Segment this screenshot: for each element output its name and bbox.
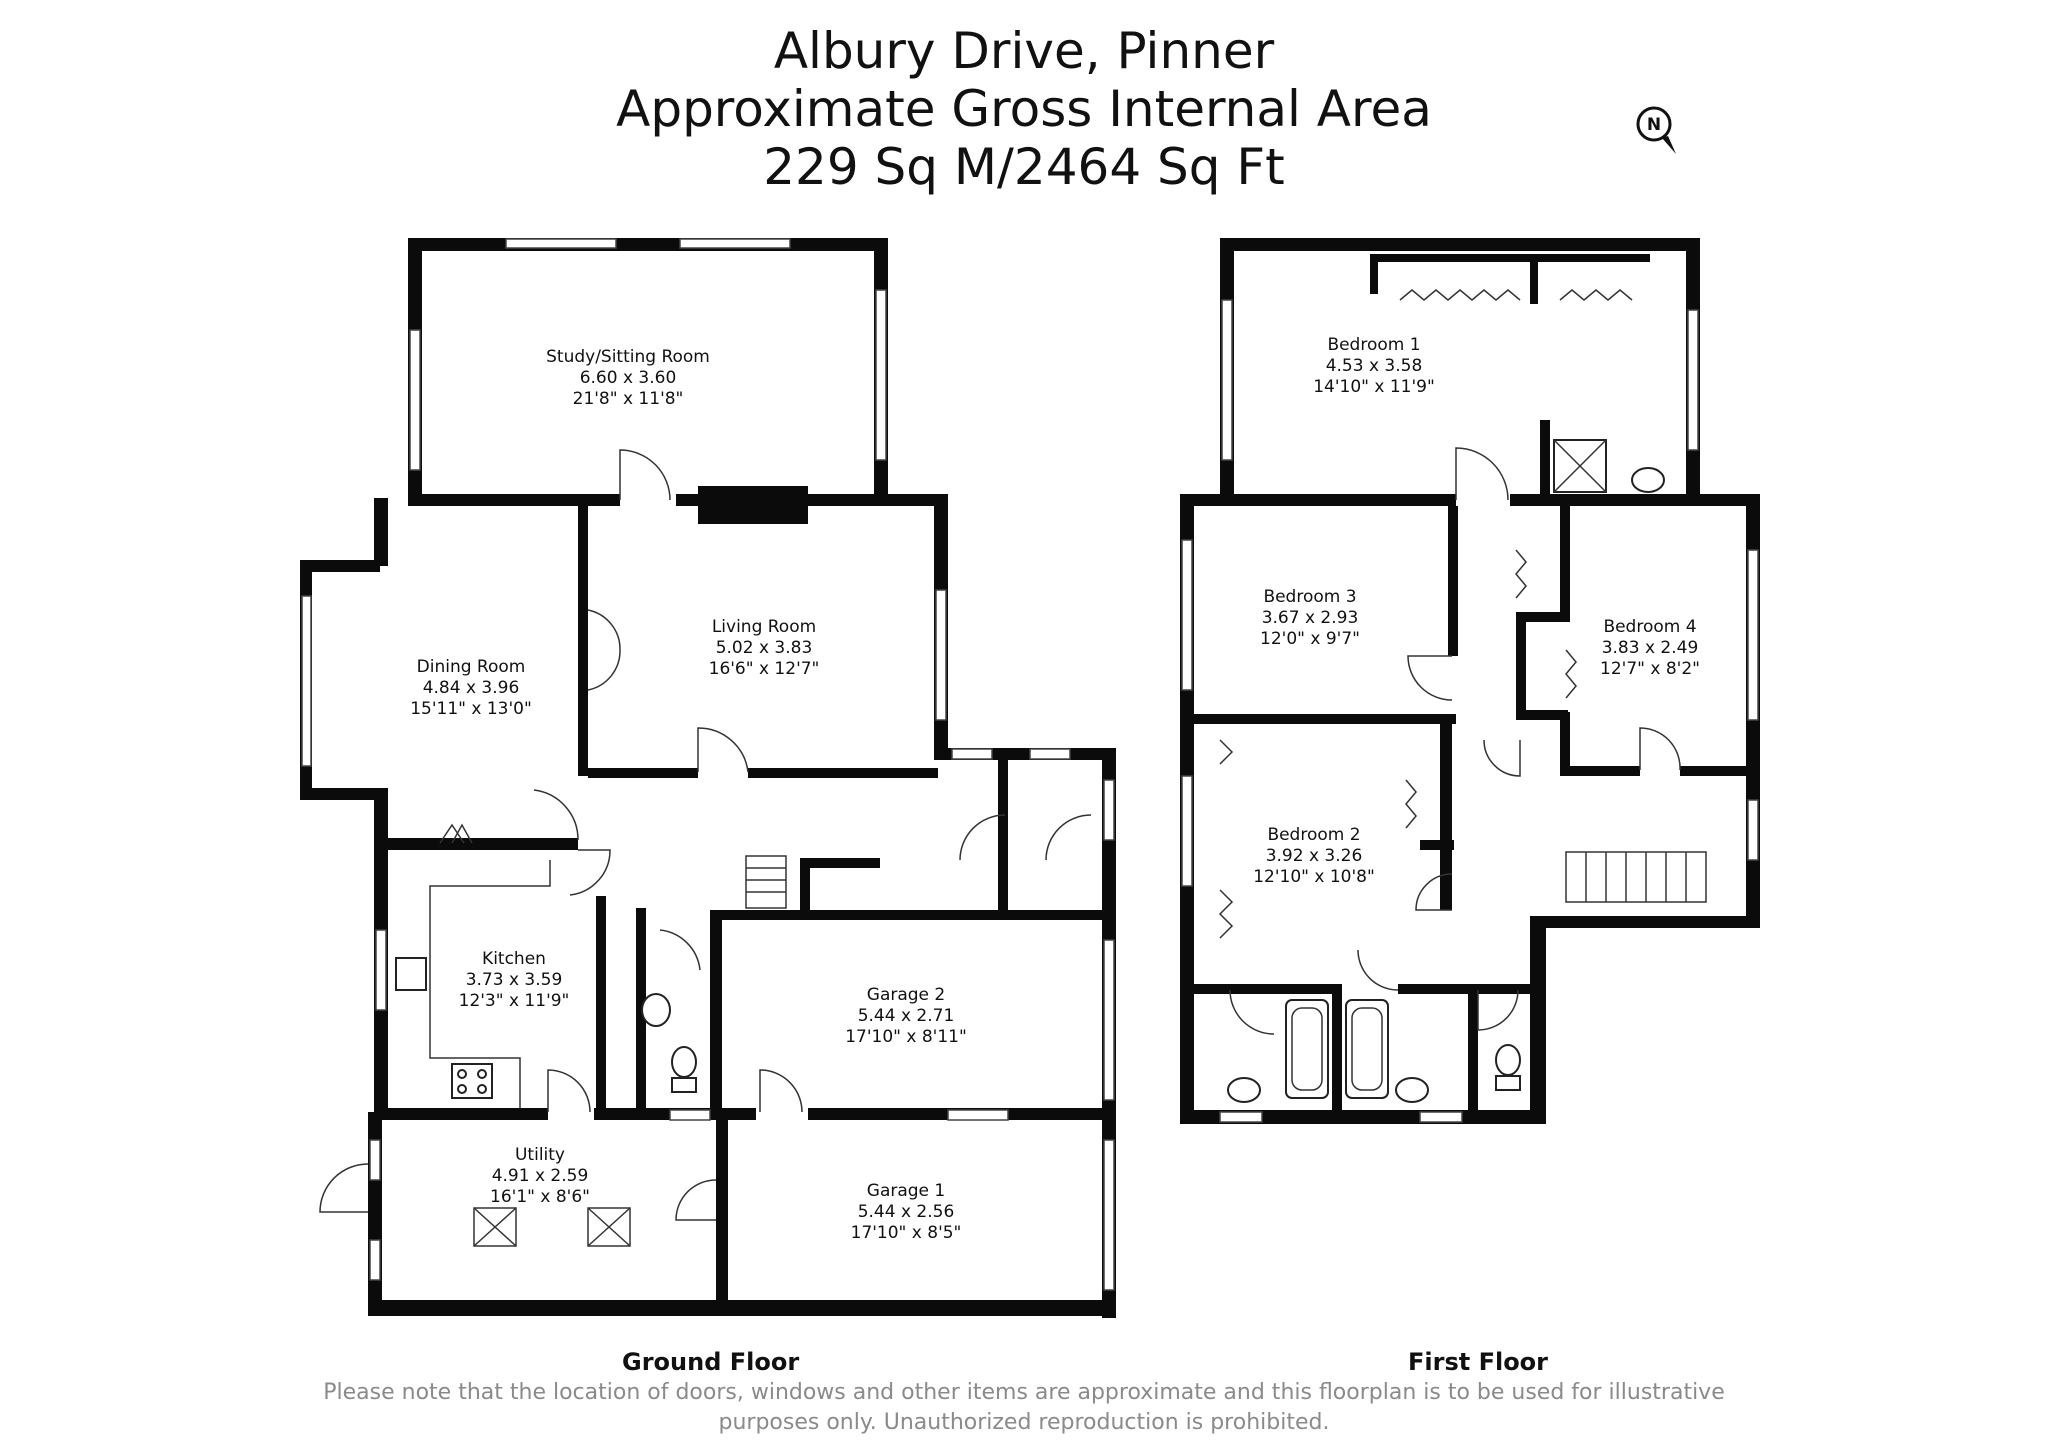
first-floor-label: First Floor xyxy=(1408,1348,1549,1376)
ground-floor-label: Ground Floor xyxy=(622,1348,800,1376)
room-name: Bedroom 2 xyxy=(1267,825,1360,845)
first-floor-doors xyxy=(1218,289,1681,1035)
shower-icon xyxy=(1553,439,1607,493)
ground-floor-doors xyxy=(319,449,1092,1221)
room-name: Bedroom 4 xyxy=(1603,617,1696,637)
title-line-1: Albury Drive, Pinner xyxy=(773,22,1275,80)
toilet-icon xyxy=(1495,1044,1521,1091)
kitchen-sink-icon xyxy=(395,957,427,991)
room-name: Bedroom 1 xyxy=(1327,335,1420,355)
compass-letter: N xyxy=(1647,115,1661,135)
stairs-icon xyxy=(1565,851,1707,903)
room-metric: 5.44 x 2.56 xyxy=(858,1202,955,1222)
basin-icon xyxy=(1227,1077,1261,1103)
room-imperial: 21'8" x 11'8" xyxy=(573,389,684,409)
skylight-icon xyxy=(473,1207,517,1247)
room-metric: 3.73 x 3.59 xyxy=(466,970,563,990)
first-floor-windows xyxy=(1181,299,1759,1123)
room-imperial: 17'10" x 8'11" xyxy=(845,1027,967,1047)
room-name: Living Room xyxy=(712,617,816,637)
compass-north-icon: N xyxy=(1636,106,1676,154)
room-metric: 5.44 x 2.71 xyxy=(858,1006,955,1026)
room-imperial: 12'7" x 8'2" xyxy=(1600,659,1700,679)
title-line-2: Approximate Gross Internal Area xyxy=(616,80,1432,138)
room-name: Garage 2 xyxy=(867,985,945,1005)
room-metric: 5.02 x 3.83 xyxy=(716,638,813,658)
room-imperial: 17'10" x 8'5" xyxy=(851,1223,962,1243)
basin-icon xyxy=(1395,1077,1429,1103)
room-metric: 4.53 x 3.58 xyxy=(1326,356,1423,376)
disclaimer-line-2: purposes only. Unauthorized reproduction… xyxy=(718,1410,1330,1435)
room-metric: 6.60 x 3.60 xyxy=(580,368,677,388)
hob-icon xyxy=(451,1063,493,1099)
room-imperial: 12'10" x 10'8" xyxy=(1253,867,1375,887)
room-name: Kitchen xyxy=(482,949,546,969)
ground-floor-fixtures xyxy=(395,855,787,1247)
room-metric: 4.91 x 2.59 xyxy=(492,1166,589,1186)
room-metric: 3.83 x 2.49 xyxy=(1602,638,1699,658)
room-imperial: 14'10" x 11'9" xyxy=(1313,377,1435,397)
bathtub-icon xyxy=(1345,999,1389,1099)
skylight-icon xyxy=(587,1207,631,1247)
room-name: Dining Room xyxy=(417,657,526,677)
room-name: Bedroom 3 xyxy=(1263,587,1356,607)
room-metric: 3.92 x 3.26 xyxy=(1266,846,1363,866)
bathtub-icon xyxy=(1285,999,1329,1099)
room-labels: Study/Sitting Room 6.60 x 3.60 21'8" x 1… xyxy=(410,335,1700,1243)
room-imperial: 16'6" x 12'7" xyxy=(709,659,820,679)
first-floor-fixtures xyxy=(1227,439,1707,1103)
first-floor-walls xyxy=(1180,238,1760,1124)
basin-icon xyxy=(641,993,671,1027)
room-metric: 3.67 x 2.93 xyxy=(1262,608,1359,628)
room-imperial: 12'0" x 9'7" xyxy=(1260,629,1360,649)
room-metric: 4.84 x 3.96 xyxy=(423,678,520,698)
disclaimer-line-1: Please note that the location of doors, … xyxy=(323,1380,1725,1405)
room-imperial: 16'1" x 8'6" xyxy=(490,1187,590,1207)
stairs-icon xyxy=(745,855,787,909)
room-name: Utility xyxy=(515,1145,565,1165)
room-imperial: 12'3" x 11'9" xyxy=(459,991,570,1011)
room-name: Garage 1 xyxy=(867,1181,945,1201)
disclaimer: Please note that the location of doors, … xyxy=(0,1378,2048,1438)
toilet-icon xyxy=(671,1046,697,1093)
room-imperial: 15'11" x 13'0" xyxy=(410,699,532,719)
ground-floor-windows xyxy=(301,238,1115,1291)
room-name: Study/Sitting Room xyxy=(546,347,710,367)
ground-floor-walls xyxy=(300,238,1116,1318)
basin-icon xyxy=(1631,467,1665,493)
title-line-3: 229 Sq M/2464 Sq Ft xyxy=(763,138,1285,196)
